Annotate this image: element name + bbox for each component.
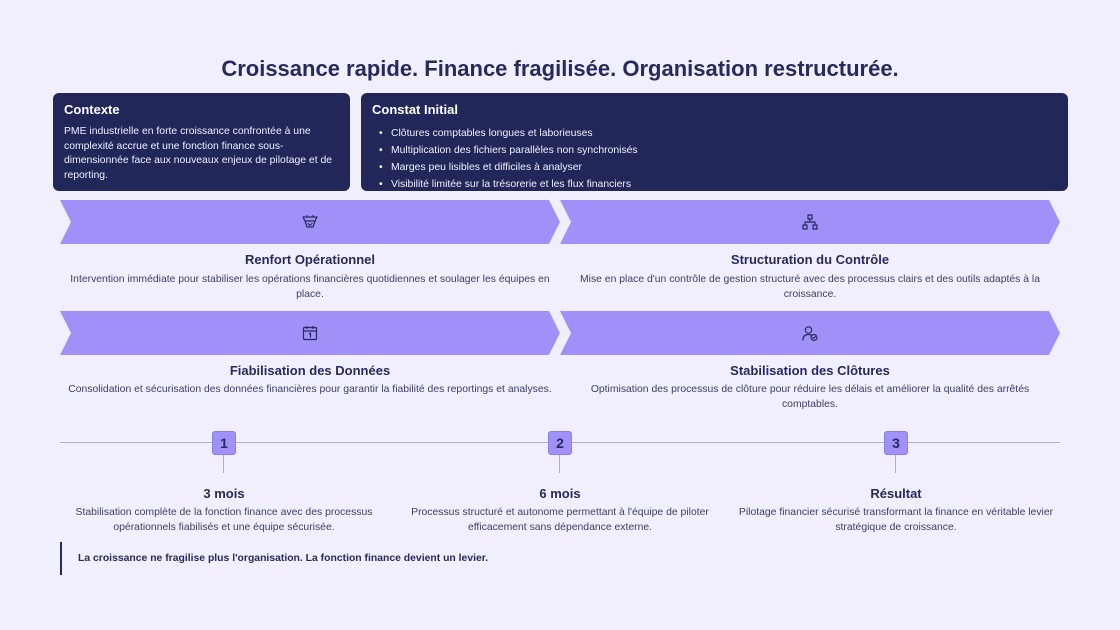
milestone-description: Pilotage financier sécurisé transformant… (738, 507, 1054, 533)
step-title: Fiabilisation des Données (229, 363, 391, 378)
constat-title: Constat Initial (372, 102, 458, 117)
step-description: Intervention immédiate pour stabiliser l… (70, 274, 550, 300)
timeline-tick (223, 451, 224, 473)
context-card: Contexte PME industrielle en forte crois… (53, 93, 350, 191)
page-title: Croissance rapide. Finance fragilisée. O… (221, 56, 899, 81)
step-banner-structuration (560, 200, 1060, 244)
milestone-description: Processus structuré et autonome permetta… (411, 507, 709, 533)
step-title: Stabilisation des Clôtures (730, 363, 890, 378)
constat-item: Marges peu lisibles et difficiles à anal… (379, 159, 1057, 176)
constat-item: Visibilité limitée sur la trésorerie et … (379, 176, 1057, 193)
context-text: PME industrielle en forte croissance con… (64, 126, 333, 181)
step-title: Renfort Opérationnel (244, 252, 375, 267)
milestone-title: 3 mois (203, 486, 245, 501)
milestone-badge: 1 (212, 431, 236, 455)
step-banner-fiabilisation (60, 311, 560, 355)
step-description: Optimisation des processus de clôture po… (590, 384, 1030, 410)
step-title: Structuration du Contrôle (730, 252, 890, 267)
milestone-title: Résultat (870, 486, 922, 501)
constat-item: Multiplication des fichiers parallèles n… (379, 142, 1057, 159)
timeline-tick (559, 451, 560, 473)
conclusion-quote: La croissance ne fragilise plus l'organi… (60, 542, 488, 575)
step-banner-stabilisation (560, 311, 1060, 355)
org-chart-icon (802, 214, 818, 230)
constat-card: Constat Initial Clôtures comptables long… (361, 93, 1068, 193)
milestone-badge: 3 (884, 431, 908, 455)
constat-list: Clôtures comptables longues et laborieus… (372, 125, 1057, 193)
step-banner-renfort (60, 200, 560, 244)
milestone-description: Stabilisation complète de la fonction fi… (75, 507, 373, 533)
milestone-badge: 2 (548, 431, 572, 455)
user-check-icon (802, 326, 818, 342)
context-title: Contexte (64, 102, 120, 117)
step-description: Mise en place d'un contrôle de gestion s… (579, 274, 1040, 300)
milestone-title: 6 mois (539, 486, 581, 501)
conclusion-text: La croissance ne fragilise plus l'organi… (78, 553, 489, 564)
handshake-icon (302, 214, 318, 228)
constat-item: Clôtures comptables longues et laborieus… (379, 125, 1057, 142)
step-description: Consolidation et sécurisation des donnée… (68, 384, 552, 395)
calendar-icon (302, 326, 318, 341)
timeline-tick (895, 451, 896, 473)
